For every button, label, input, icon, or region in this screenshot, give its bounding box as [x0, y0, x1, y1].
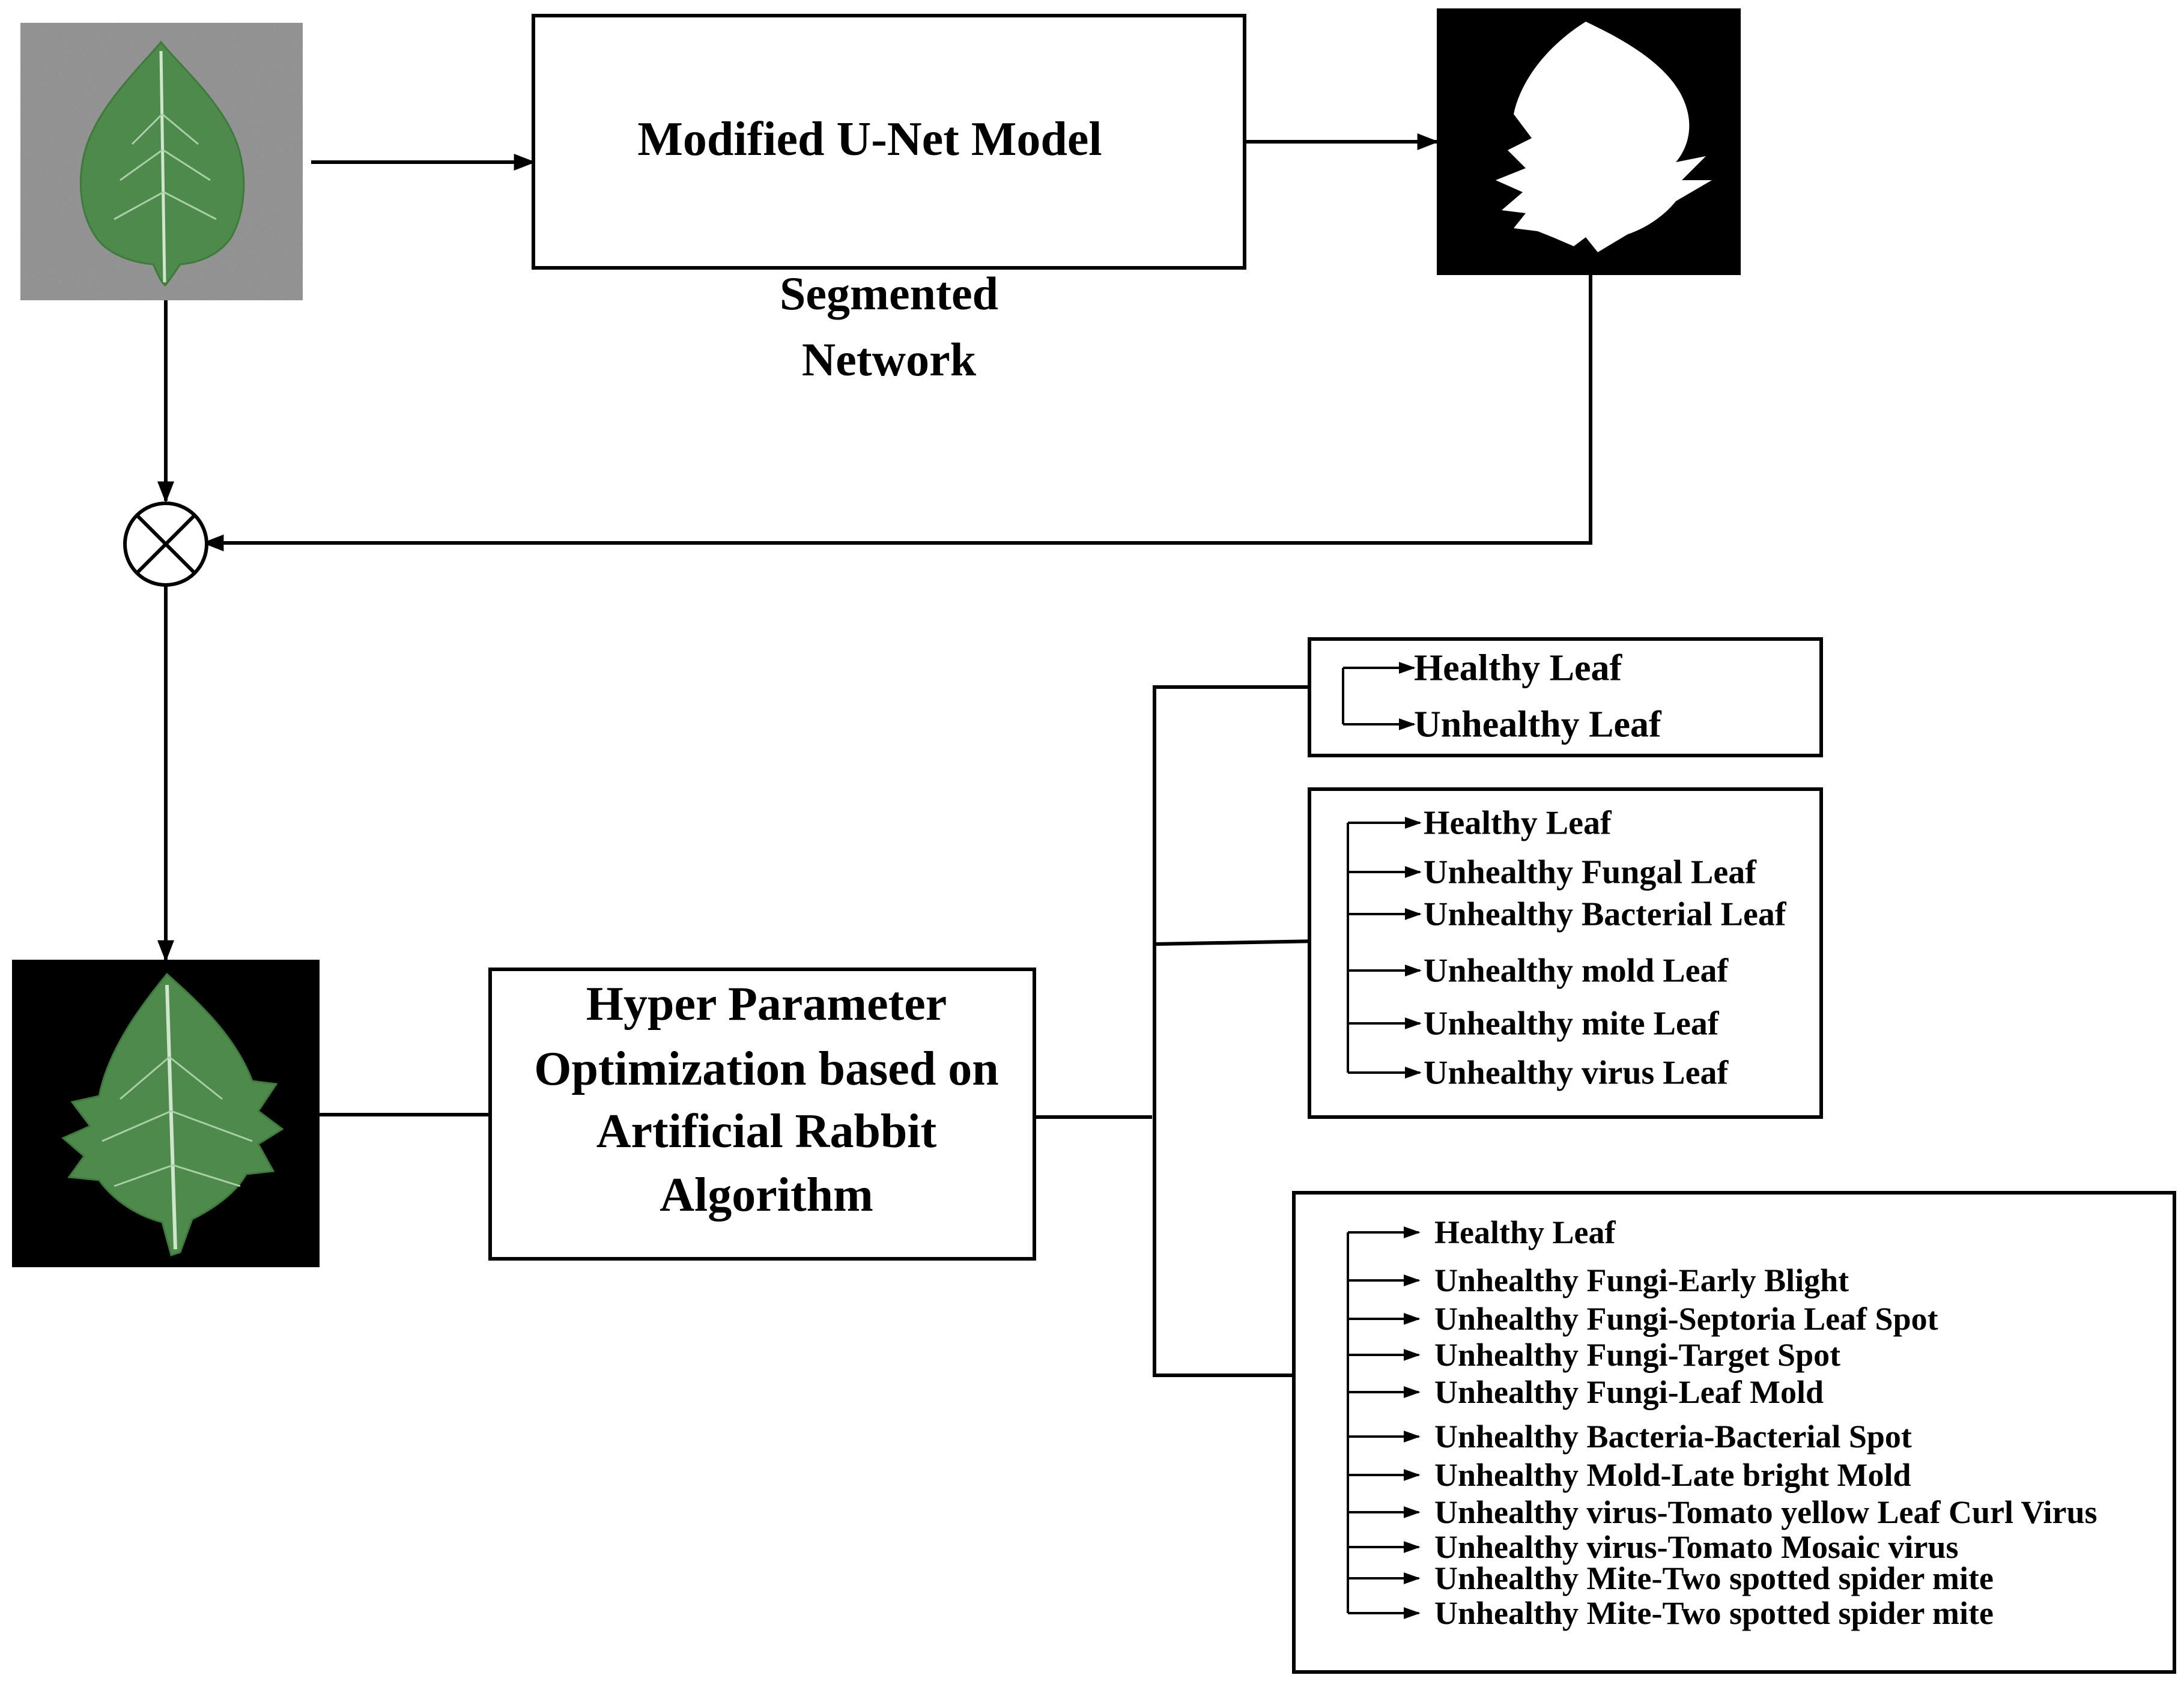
group2-label: Unhealthy mold Leaf: [1424, 952, 1729, 989]
group3-label: Unhealthy Mold-Late bright Mold: [1434, 1457, 1911, 1493]
group2-label: Unhealthy mite Leaf: [1424, 1005, 1720, 1042]
segmented-leaf-image: [12, 960, 320, 1267]
group3-label: Unhealthy Fungi-Leaf Mold: [1434, 1374, 1824, 1410]
group3-label: Unhealthy Fungi-Septoria Leaf Spot: [1434, 1301, 1938, 1337]
segmentation-mask: [1437, 8, 1741, 275]
group2-label: Healthy Leaf: [1424, 804, 1612, 841]
multiply-node: [123, 501, 208, 587]
group1-label: Healthy Leaf: [1414, 647, 1622, 688]
unet-caption-line2: Network: [802, 333, 977, 386]
group3-box: [1292, 1191, 2176, 1674]
unet-box: [532, 14, 1246, 270]
group1-box: [1308, 637, 1823, 757]
group2-label: Unhealthy Fungal Leaf: [1424, 853, 1757, 891]
group2-box: [1308, 787, 1823, 1119]
group3-label: Healthy Leaf: [1434, 1214, 1616, 1250]
optimizer-line3: Artificial Rabbit: [596, 1105, 937, 1158]
mask-leaf-shape: [1496, 22, 1712, 252]
group1-label: Unhealthy Leaf: [1414, 704, 1662, 745]
optimizer-line1: Hyper Parameter: [586, 978, 947, 1031]
optimizer-line2: Optimization based on: [534, 1043, 998, 1095]
group3-label: Unhealthy Fungi-Target Spot: [1434, 1337, 1840, 1373]
group3-label: Unhealthy virus-Tomato Mosaic virus: [1434, 1529, 1959, 1565]
optimizer-box: [488, 968, 1036, 1261]
trunk-line: [1153, 685, 1309, 1377]
unet-caption-line1: Segmented: [780, 267, 998, 320]
input-leaf-image: [20, 23, 303, 300]
group2-label: Unhealthy virus Leaf: [1424, 1054, 1729, 1091]
group2-label: Unhealthy Bacterial Leaf: [1424, 895, 1787, 933]
group3-label: Unhealthy virus-Tomato yellow Leaf Curl …: [1434, 1494, 2098, 1530]
unet-title: Modified U-Net Model: [637, 113, 1102, 166]
arrow-mask-to-multiply: [202, 275, 1592, 551]
group3-label: Unhealthy Mite-Two spotted spider mite: [1434, 1560, 1994, 1596]
optimizer-line4: Algorithm: [660, 1169, 873, 1222]
group3-label: Unhealthy Bacteria-Bacterial Spot: [1434, 1419, 1912, 1455]
group3-label: Unhealthy Mite-Two spotted spider mite: [1434, 1595, 1994, 1631]
group3-label: Unhealthy Fungi-Early Blight: [1434, 1262, 1849, 1298]
